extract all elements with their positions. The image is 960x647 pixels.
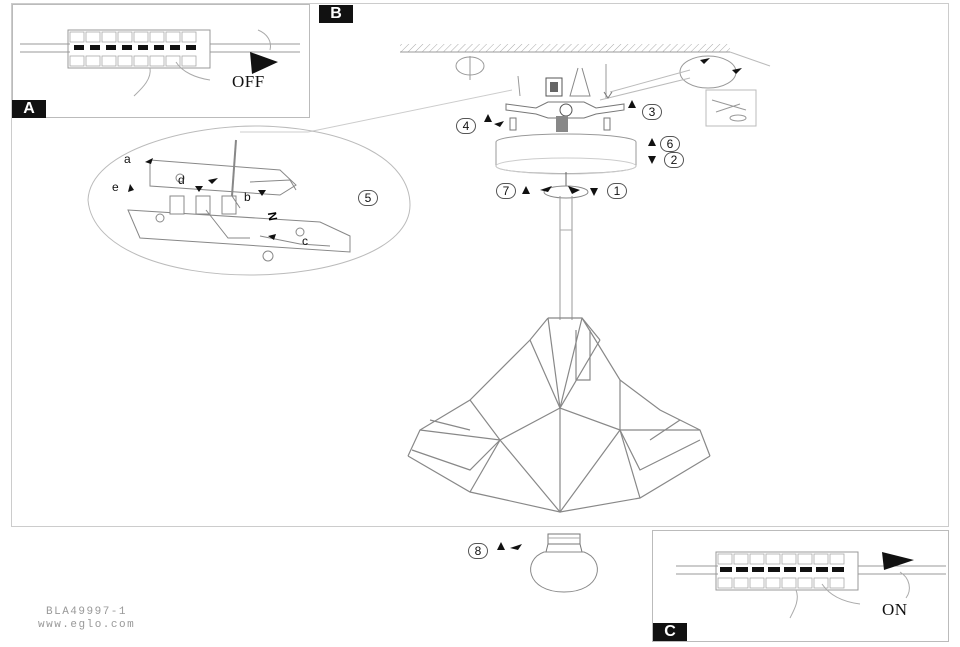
step-5-marker: 5 (358, 190, 378, 206)
panel-b-label: B (319, 5, 353, 23)
ceiling-canopy (495, 133, 637, 175)
terminal-block-on (676, 551, 946, 619)
wire-letter-b: b (244, 190, 251, 204)
panel-c-label: C (653, 623, 687, 641)
model-number: BLA49997-1 (46, 606, 128, 618)
geometric-shade (407, 317, 711, 513)
wiring-detail-circle: N (87, 125, 411, 276)
suspension-cable (543, 172, 589, 320)
step-6-marker: 6 (660, 136, 680, 152)
website-url: www.eglo.com (38, 619, 136, 631)
step-arrows (484, 100, 656, 550)
step-1-marker: 1 (607, 183, 627, 199)
ceiling-mount (400, 44, 771, 132)
wire-letter-a: a (124, 152, 131, 166)
panel-c-frame (652, 530, 949, 642)
terminal-block-off (20, 29, 300, 97)
step-4-marker: 4 (456, 118, 476, 134)
neutral-n-tag: N (265, 211, 280, 222)
wire-letter-d: d (178, 173, 185, 187)
step-2-marker: 2 (664, 152, 684, 168)
wire-letter-c: c (302, 234, 308, 248)
wire-letter-e: e (112, 180, 119, 194)
step-7-marker: 7 (496, 183, 516, 199)
step-3-marker: 3 (642, 104, 662, 120)
off-label: OFF (232, 72, 265, 91)
light-bulb (530, 533, 598, 593)
panel-a-label: A (12, 100, 46, 118)
step-8-marker: 8 (468, 543, 488, 559)
on-label: ON (882, 600, 908, 619)
